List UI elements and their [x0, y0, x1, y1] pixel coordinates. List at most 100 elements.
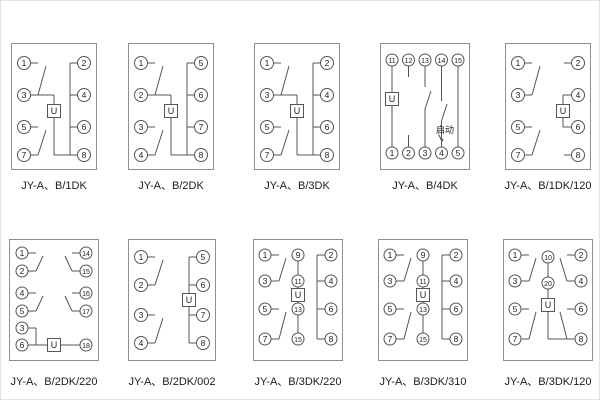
terminal-circle — [511, 120, 525, 134]
start-note: 启动 — [436, 124, 454, 135]
terminal-number: 17 — [82, 309, 90, 316]
terminal-circle — [134, 308, 148, 322]
terminal-circle — [324, 302, 338, 316]
terminal-circle — [258, 274, 272, 288]
terminal-number: 2 — [325, 58, 330, 68]
terminal-number: 8 — [454, 334, 459, 344]
terminal-number: 3 — [139, 122, 144, 132]
contact-blade — [37, 129, 47, 156]
terminal-circle — [260, 88, 274, 102]
contact-blade — [559, 311, 568, 340]
terminal-circle — [508, 302, 522, 316]
contact-blade — [154, 129, 164, 156]
terminal-number: 1 — [516, 58, 521, 68]
terminal-number: 1 — [513, 250, 518, 260]
contact-blade — [531, 65, 541, 96]
terminal-circle — [17, 56, 31, 70]
terminal-circle — [418, 53, 432, 67]
contact-blade — [64, 295, 73, 312]
terminal-circle — [134, 250, 148, 264]
contact-blade — [280, 65, 290, 96]
coil-box — [556, 104, 570, 118]
terminal-circle — [571, 56, 585, 70]
terminal-circle — [17, 120, 31, 134]
contact-blade — [559, 257, 568, 282]
terminal-circle — [511, 148, 525, 162]
terminal-number: 2 — [579, 250, 584, 260]
coil-label: U — [295, 290, 302, 300]
terminal-number: 15 — [419, 337, 427, 344]
terminal-circle — [134, 148, 148, 162]
terminal-circle — [196, 308, 210, 322]
terminal-number: 4 — [139, 150, 144, 160]
terminal-circle — [196, 336, 210, 350]
terminal-number: 13 — [419, 307, 427, 314]
contact-blade — [154, 317, 164, 344]
terminal-circle — [79, 286, 93, 300]
contact-blade — [154, 65, 164, 96]
terminal-circle — [508, 248, 522, 262]
terminal-circle — [574, 302, 588, 316]
terminal-number: 1 — [139, 58, 144, 68]
terminal-number: 7 — [265, 150, 270, 160]
contact-blade — [154, 259, 164, 286]
terminal-number: 15 — [454, 58, 462, 65]
terminal-circle — [134, 56, 148, 70]
terminal-number: 2 — [20, 266, 25, 276]
terminal-number: 4 — [454, 276, 459, 286]
terminal-number: 14 — [438, 58, 446, 65]
contact-blade — [37, 65, 47, 96]
terminal-number: 2 — [139, 280, 144, 290]
terminal-number: 10 — [544, 255, 552, 262]
terminal-number: 14 — [82, 251, 90, 258]
terminal-circle — [291, 248, 305, 262]
terminal-circle — [574, 274, 588, 288]
contact-blade — [278, 311, 287, 340]
contact-blade — [35, 255, 44, 272]
terminal-number: 4 — [576, 90, 581, 100]
coil-box — [416, 288, 430, 302]
terminal-circle — [77, 148, 91, 162]
terminal-circle — [260, 120, 274, 134]
terminal-circle — [571, 148, 585, 162]
terminal-circle — [416, 332, 430, 346]
terminal-number: 1 — [263, 250, 268, 260]
contact-blade — [528, 311, 537, 340]
terminal-number: 2 — [329, 250, 334, 260]
terminal-circle — [291, 302, 305, 316]
terminal-number: 2 — [454, 250, 459, 260]
terminal-number: 11 — [388, 58, 395, 65]
terminal-number: 6 — [329, 304, 334, 314]
terminal-circle — [196, 278, 210, 292]
terminal-number: 4 — [439, 148, 444, 158]
terminal-circle — [320, 148, 334, 162]
diagram-caption: JY-A、B/3DK/220 — [254, 376, 342, 388]
terminal-circle — [508, 274, 522, 288]
terminal-number: 3 — [263, 276, 268, 286]
terminal-circle — [79, 246, 93, 260]
diagram-border — [254, 43, 340, 170]
coil-box — [47, 104, 61, 118]
terminal-circle — [79, 338, 93, 352]
terminal-circle — [15, 338, 29, 352]
terminal-number: 3 — [516, 90, 521, 100]
terminal-number: 5 — [513, 304, 518, 314]
terminal-number: 8 — [579, 334, 584, 344]
terminal-number: 1 — [390, 148, 395, 158]
terminal-number: 7 — [22, 150, 27, 160]
terminal-number: 13 — [421, 58, 429, 65]
terminal-circle — [383, 248, 397, 262]
terminal-number: 4 — [82, 90, 87, 100]
terminal-circle — [435, 146, 448, 160]
terminal-number: 5 — [263, 304, 268, 314]
terminal-circle — [324, 274, 338, 288]
